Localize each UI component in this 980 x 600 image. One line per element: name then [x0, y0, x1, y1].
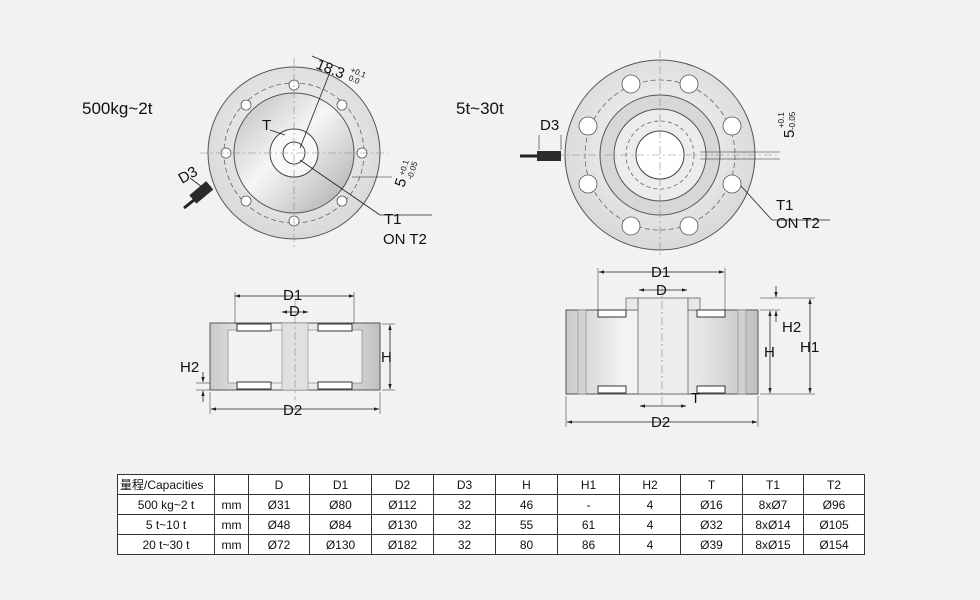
header-D: D [248, 474, 310, 495]
table-cell: 32 [433, 514, 496, 535]
large-cable-connector [520, 151, 561, 161]
table-cell: 8xØ7 [742, 494, 804, 515]
header-T: T [680, 474, 743, 495]
header-H1: H1 [557, 474, 620, 495]
table-cell: Ø48 [248, 514, 310, 535]
table-cell: 32 [433, 534, 496, 555]
table-cell: 500 kg~2 t [117, 494, 215, 515]
header-T1: T1 [742, 474, 804, 495]
large-bolt-holes [578, 74, 742, 236]
large-D1-label: D1 [651, 264, 670, 281]
header-H: H [495, 474, 558, 495]
table-row: 500 kg~2 t mm Ø31 Ø80 Ø112 32 46 - 4 Ø16… [117, 494, 865, 515]
header-T2: T2 [803, 474, 865, 495]
small-D2-label: D2 [283, 402, 302, 419]
table-cell: 61 [557, 514, 620, 535]
large-T-label: T [691, 390, 700, 407]
spec-table: 量程/Capacities D D1 D2 D3 H H1 H2 T T1 T2… [117, 474, 865, 555]
table-cell: Ø72 [248, 534, 310, 555]
large-T1-label: T1 [776, 197, 794, 214]
table-cell: Ø112 [371, 494, 434, 515]
large-model-title: 5t~30t [456, 99, 504, 118]
large-side-view [565, 268, 815, 427]
small-D-label: D [289, 303, 300, 320]
table-cell: 55 [495, 514, 558, 535]
dim-18-3-tol-minus: 0.0 [347, 74, 361, 87]
small-ON-T2-label: ON T2 [383, 231, 427, 248]
table-cell: Ø31 [248, 494, 310, 515]
table-cell: Ø154 [803, 534, 865, 555]
small-cable-connector [183, 181, 214, 210]
table-cell: Ø105 [803, 514, 865, 535]
large-dim-5-label: 5 [781, 130, 798, 138]
small-bolt-holes [220, 79, 368, 227]
table-cell: 4 [619, 514, 681, 535]
table-cell: Ø84 [309, 514, 372, 535]
table-cell: Ø130 [371, 514, 434, 535]
header-H2: H2 [619, 474, 681, 495]
table-cell: 46 [495, 494, 558, 515]
table-cell: Ø96 [803, 494, 865, 515]
header-D3: D3 [433, 474, 496, 495]
table-cell: Ø130 [309, 534, 372, 555]
large-D-label: D [656, 282, 667, 299]
small-D1-label: D1 [283, 287, 302, 304]
table-row: 5 t~10 t mm Ø48 Ø84 Ø130 32 55 61 4 Ø32 … [117, 514, 865, 535]
small-H-label: H [381, 349, 392, 366]
table-cell: Ø182 [371, 534, 434, 555]
header-capacities: 量程/Capacities [117, 474, 215, 495]
large-ON-T2-label: ON T2 [776, 215, 820, 232]
table-cell: Ø32 [680, 514, 743, 535]
table-cell: 32 [433, 494, 496, 515]
table-cell: 4 [619, 534, 681, 555]
large-D2-label: D2 [651, 414, 670, 431]
table-cell: 8xØ15 [742, 534, 804, 555]
table-cell: 86 [557, 534, 620, 555]
table-header-row: 量程/Capacities D D1 D2 D3 H H1 H2 T T1 T2 [117, 474, 865, 495]
table-cell: mm [214, 534, 249, 555]
small-T1-label: T1 [384, 211, 402, 228]
table-cell: - [557, 494, 620, 515]
table-cell: mm [214, 514, 249, 535]
table-cell: 20 t~30 t [117, 534, 215, 555]
large-top-view [520, 50, 830, 258]
table-row: 20 t~30 t mm Ø72 Ø130 Ø182 32 80 86 4 Ø3… [117, 534, 865, 555]
large-dim-5-tol-minus: -0.05 [788, 111, 797, 130]
small-D3-label: D3 [176, 163, 201, 187]
header-D2: D2 [371, 474, 434, 495]
small-side-view [196, 292, 395, 414]
header-unit [214, 474, 249, 495]
table-cell: mm [214, 494, 249, 515]
small-H2-label: H2 [180, 359, 199, 376]
header-D1: D1 [309, 474, 372, 495]
large-dim-5-tol-plus: +0.1 [777, 112, 786, 128]
table-cell: 5 t~10 t [117, 514, 215, 535]
table-cell: 8xØ14 [742, 514, 804, 535]
small-top-view [183, 55, 432, 248]
large-H-label: H [764, 344, 775, 361]
table-cell: Ø39 [680, 534, 743, 555]
large-H1-label: H1 [800, 339, 819, 356]
small-model-title: 500kg~2t [82, 99, 153, 118]
table-cell: 4 [619, 494, 681, 515]
large-H2-label: H2 [782, 319, 801, 336]
large-D3-label: D3 [540, 117, 559, 134]
small-T-label: T [262, 117, 271, 134]
table-cell: Ø16 [680, 494, 743, 515]
table-cell: Ø80 [309, 494, 372, 515]
table-cell: 80 [495, 534, 558, 555]
